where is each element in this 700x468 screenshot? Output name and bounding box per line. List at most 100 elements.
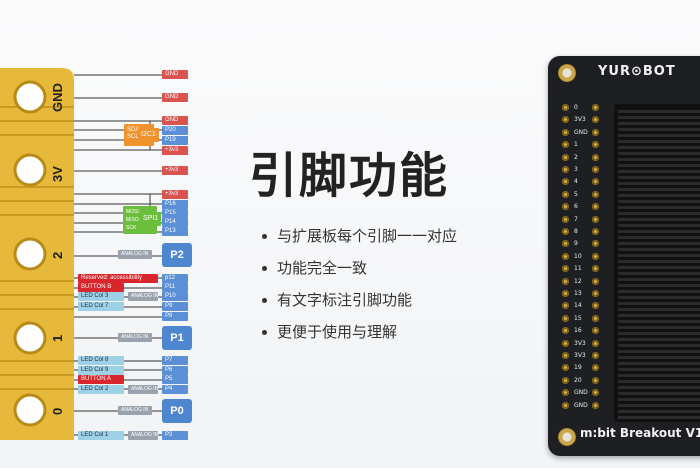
slot-contact <box>618 242 700 245</box>
slot-contact <box>618 218 700 221</box>
header-pin <box>592 215 599 223</box>
spi-miso-label: MISO <box>126 217 139 223</box>
header-pin-label: 3 <box>574 166 578 173</box>
pin-p13: P13 <box>162 227 188 236</box>
header-pin <box>562 352 569 359</box>
header-pin <box>592 352 599 359</box>
led-col2-chip: LED Col 2 <box>78 385 124 394</box>
header-pin <box>592 252 599 260</box>
slot-contact <box>618 266 700 269</box>
spi-sck-label: SCK <box>126 225 137 231</box>
board-name: m:bit Breakout V1 <box>580 426 700 440</box>
led-col8-chip: LED Col 8 <box>78 356 124 365</box>
header-pin-label: 20 <box>574 376 582 384</box>
header-pin <box>562 277 569 285</box>
header-pin <box>592 141 599 149</box>
slot-contact <box>618 236 700 239</box>
slot-contact <box>618 278 700 281</box>
header-pin <box>592 228 599 235</box>
pin-gnd-1: GND <box>162 70 188 79</box>
header-pin-label: 14 <box>574 302 582 310</box>
header-pin <box>562 116 569 124</box>
pin-3v3-2: +3v3 <box>162 166 188 175</box>
pin-p15: P15 <box>162 209 188 218</box>
i2c-sda-label: SDA <box>127 127 140 133</box>
header-pin <box>592 290 599 297</box>
analog-chip-p4: ANALOG IN <box>128 385 158 394</box>
header-pin <box>592 376 599 384</box>
header-pin-label: 4 <box>574 178 578 186</box>
hole-1 <box>13 321 47 355</box>
slot-contact <box>618 296 700 299</box>
pin-3v3-3: +3v3 <box>162 190 188 199</box>
header-pin <box>592 240 599 248</box>
button-a-chip: BUTTON A <box>78 375 124 384</box>
analog-chip-p0: ANALOG IN <box>118 406 152 415</box>
slot-contact <box>618 338 700 341</box>
slot-contact <box>618 152 700 155</box>
slot-contact <box>618 284 700 287</box>
header-pin <box>562 128 569 136</box>
feature-list: 与扩展板每个引脚一一对应 功能完全一致 有文字标注引脚功能 更便于使用与理解 <box>262 224 457 352</box>
slot-contact <box>618 416 700 419</box>
slot-contact <box>618 374 700 377</box>
pin-p3: P3 <box>162 431 188 440</box>
header-pin-label: 3V3 <box>574 352 586 359</box>
slot-contact <box>618 116 700 119</box>
analog-chip-p1: ANALOG IN <box>118 333 152 342</box>
slot-contact <box>618 368 700 371</box>
header-pin <box>592 302 599 310</box>
slot-contact <box>618 326 700 329</box>
hole-2 <box>13 237 47 271</box>
header-pin <box>592 389 599 397</box>
slot-contact <box>618 386 700 389</box>
edge-connector-slot <box>614 104 700 422</box>
slot-contact <box>618 392 700 395</box>
header-pin-label: GND <box>574 401 588 409</box>
edge-label-0: 0 <box>50 408 65 415</box>
feature-item: 更便于使用与理解 <box>262 320 457 352</box>
i2c-scl-label: SCL <box>127 134 139 140</box>
header-pin <box>562 252 569 260</box>
i2c-label: I2C1 <box>138 128 159 142</box>
edge-text: GND 3V 2 1 0 <box>50 83 65 415</box>
header-pin-label: GND <box>574 128 588 136</box>
header-pin <box>562 339 569 347</box>
led-col9-chip: LED Col 9 <box>78 366 124 375</box>
header-pin <box>562 401 569 409</box>
slot-contact <box>618 194 700 197</box>
header-pin-label: 6 <box>574 203 578 211</box>
slot-contact <box>618 380 700 383</box>
header-pin <box>562 203 569 211</box>
header-pin-label: 19 <box>574 364 582 372</box>
header-pin-label: 13 <box>574 290 582 297</box>
pin-p4: P4 <box>162 385 188 394</box>
slot-contact <box>618 206 700 209</box>
header-pin-label: 2 <box>574 153 578 161</box>
slot-contact <box>618 212 700 215</box>
slot-contact <box>618 200 700 203</box>
header-pin <box>592 153 599 161</box>
header-pin <box>562 190 569 198</box>
header-pin-label: 15 <box>574 314 582 322</box>
slot-contact <box>618 320 700 323</box>
slot-contact <box>618 224 700 227</box>
hole-0 <box>13 393 47 427</box>
slot-contact <box>618 170 700 173</box>
spi-label: SPI1 <box>140 212 162 226</box>
slot-contact <box>618 260 700 263</box>
header-pin-label: 10 <box>574 252 582 260</box>
slot-contact <box>618 356 700 359</box>
header-pin-label: 1 <box>574 141 578 149</box>
slot-contact <box>618 134 700 137</box>
header-pin <box>592 178 599 186</box>
slot-contact <box>618 410 700 413</box>
slot-contact <box>618 308 700 311</box>
header-pin <box>592 265 599 273</box>
slot-contact <box>618 290 700 293</box>
slot-contact <box>618 362 700 365</box>
header-pin-label: GND <box>574 389 588 397</box>
mount-hole-bottom <box>558 428 576 446</box>
button-b-chip: BUTTON B <box>78 283 124 292</box>
